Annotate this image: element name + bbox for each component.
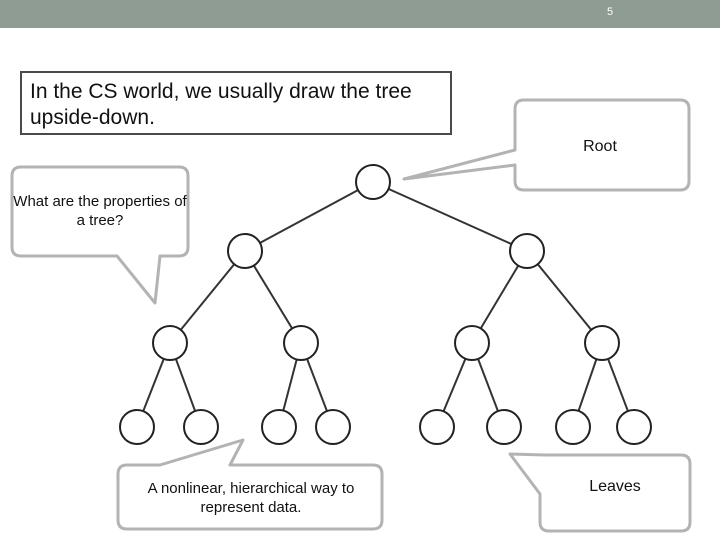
tree-edges: [136, 181, 635, 428]
question-callout-bubble: [10, 165, 190, 305]
tree-edge: [244, 181, 374, 252]
leaf-node: [261, 409, 297, 445]
leaves-label: Leaves: [589, 478, 641, 495]
tree-node: [584, 325, 620, 361]
leaf-node: [315, 409, 351, 445]
leaf-node: [616, 409, 652, 445]
tree-edge: [526, 250, 603, 344]
tree-node: [283, 325, 319, 361]
root-label: Root: [583, 138, 617, 155]
leaf-node: [419, 409, 455, 445]
tree-nodes: [119, 164, 652, 445]
tree-node: [509, 233, 545, 269]
answer-callout-bubble: [116, 438, 384, 531]
slide-title: In the CS world, we usually draw the tre…: [20, 71, 452, 135]
leaf-node: [183, 409, 219, 445]
answer-label: A nonlinear, hierarchical way to represe…: [147, 480, 355, 516]
tree-node: [454, 325, 490, 361]
tree-node: [227, 233, 263, 269]
root-node: [355, 164, 391, 200]
root-callout-bubble: [402, 98, 691, 192]
tree-edge: [372, 181, 528, 252]
leaf-node: [555, 409, 591, 445]
leaf-node: [119, 409, 155, 445]
slide-number: 5: [606, 6, 614, 18]
tree-node: [152, 325, 188, 361]
leaf-node: [486, 409, 522, 445]
top-bar: [0, 0, 720, 28]
leaves-callout-bubble: [508, 452, 692, 533]
question-label: What are the properties of a tree?: [13, 193, 187, 229]
tree-edge: [169, 250, 246, 344]
